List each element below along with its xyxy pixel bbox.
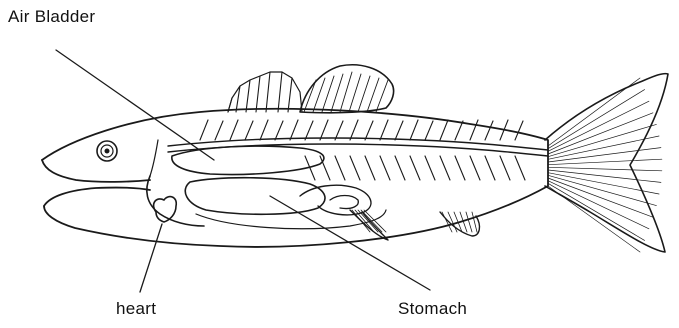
fish-body	[42, 109, 548, 247]
rib-lower	[320, 156, 330, 180]
rib-lower	[455, 156, 465, 180]
rib-upper	[215, 121, 223, 140]
rib-upper	[245, 121, 253, 140]
heart-label: heart	[116, 299, 156, 319]
stomach	[185, 178, 386, 229]
anal-ray	[472, 212, 477, 232]
rib-lower	[515, 156, 525, 180]
rib-lower	[365, 156, 375, 180]
rib-upper	[455, 121, 463, 140]
dorsal-spine	[256, 76, 260, 112]
anal-ray	[442, 212, 452, 232]
rib-upper	[395, 121, 403, 140]
tail-ray	[548, 181, 649, 229]
rib-upper	[200, 120, 208, 140]
rib-upper	[380, 120, 388, 140]
anal-fin	[440, 212, 479, 236]
rib-lower	[470, 156, 480, 180]
dorsal-ray	[367, 78, 379, 112]
tail-ray	[548, 186, 640, 252]
rib-lower	[425, 156, 435, 180]
rib-upper	[350, 120, 358, 140]
rib-lower	[395, 156, 405, 180]
rib-upper	[365, 121, 373, 140]
dorsal-ray	[358, 76, 370, 112]
heart-leader-line	[140, 224, 162, 292]
rib-upper	[470, 120, 478, 140]
rib-upper	[440, 120, 448, 140]
tail-ray	[548, 124, 656, 156]
rib-upper	[410, 120, 418, 140]
air-bladder-leader-line	[56, 50, 214, 160]
tail-ray	[548, 113, 653, 154]
heart	[154, 197, 177, 222]
dorsal-ray	[349, 74, 361, 112]
rib-upper	[275, 121, 283, 140]
rib-lower	[335, 156, 345, 180]
anal-ray	[466, 212, 472, 232]
tail-fin	[545, 74, 668, 252]
tail-ray	[548, 167, 662, 170]
rib-lower	[440, 156, 450, 180]
rib-lower	[485, 156, 495, 180]
dorsal-spine	[246, 80, 250, 112]
dorsal-spine	[266, 72, 270, 112]
rib-upper	[230, 120, 238, 140]
rib-upper	[335, 121, 343, 140]
stomach-label: Stomach	[398, 299, 467, 319]
air-bladder-label: Air Bladder	[8, 7, 95, 27]
rib-lower	[410, 156, 420, 180]
tail-ray	[548, 183, 645, 240]
rib-upper	[290, 120, 298, 140]
rib-lower	[380, 156, 390, 180]
rib-upper	[515, 121, 523, 140]
dorsal-fin	[300, 65, 394, 113]
dorsal-spine	[288, 78, 292, 112]
dorsal-spine	[278, 72, 282, 112]
rib-upper	[305, 121, 313, 140]
spine	[168, 120, 548, 180]
rib-lower	[350, 156, 360, 180]
spiny-dorsal-fin	[228, 72, 302, 112]
air-bladder	[172, 146, 324, 174]
rib-upper	[320, 120, 328, 140]
eye	[97, 141, 117, 161]
rib-lower	[500, 156, 510, 180]
rib-upper	[260, 120, 268, 140]
rib-upper	[485, 121, 493, 140]
rib-upper	[425, 121, 433, 140]
tail-ray	[548, 90, 645, 149]
